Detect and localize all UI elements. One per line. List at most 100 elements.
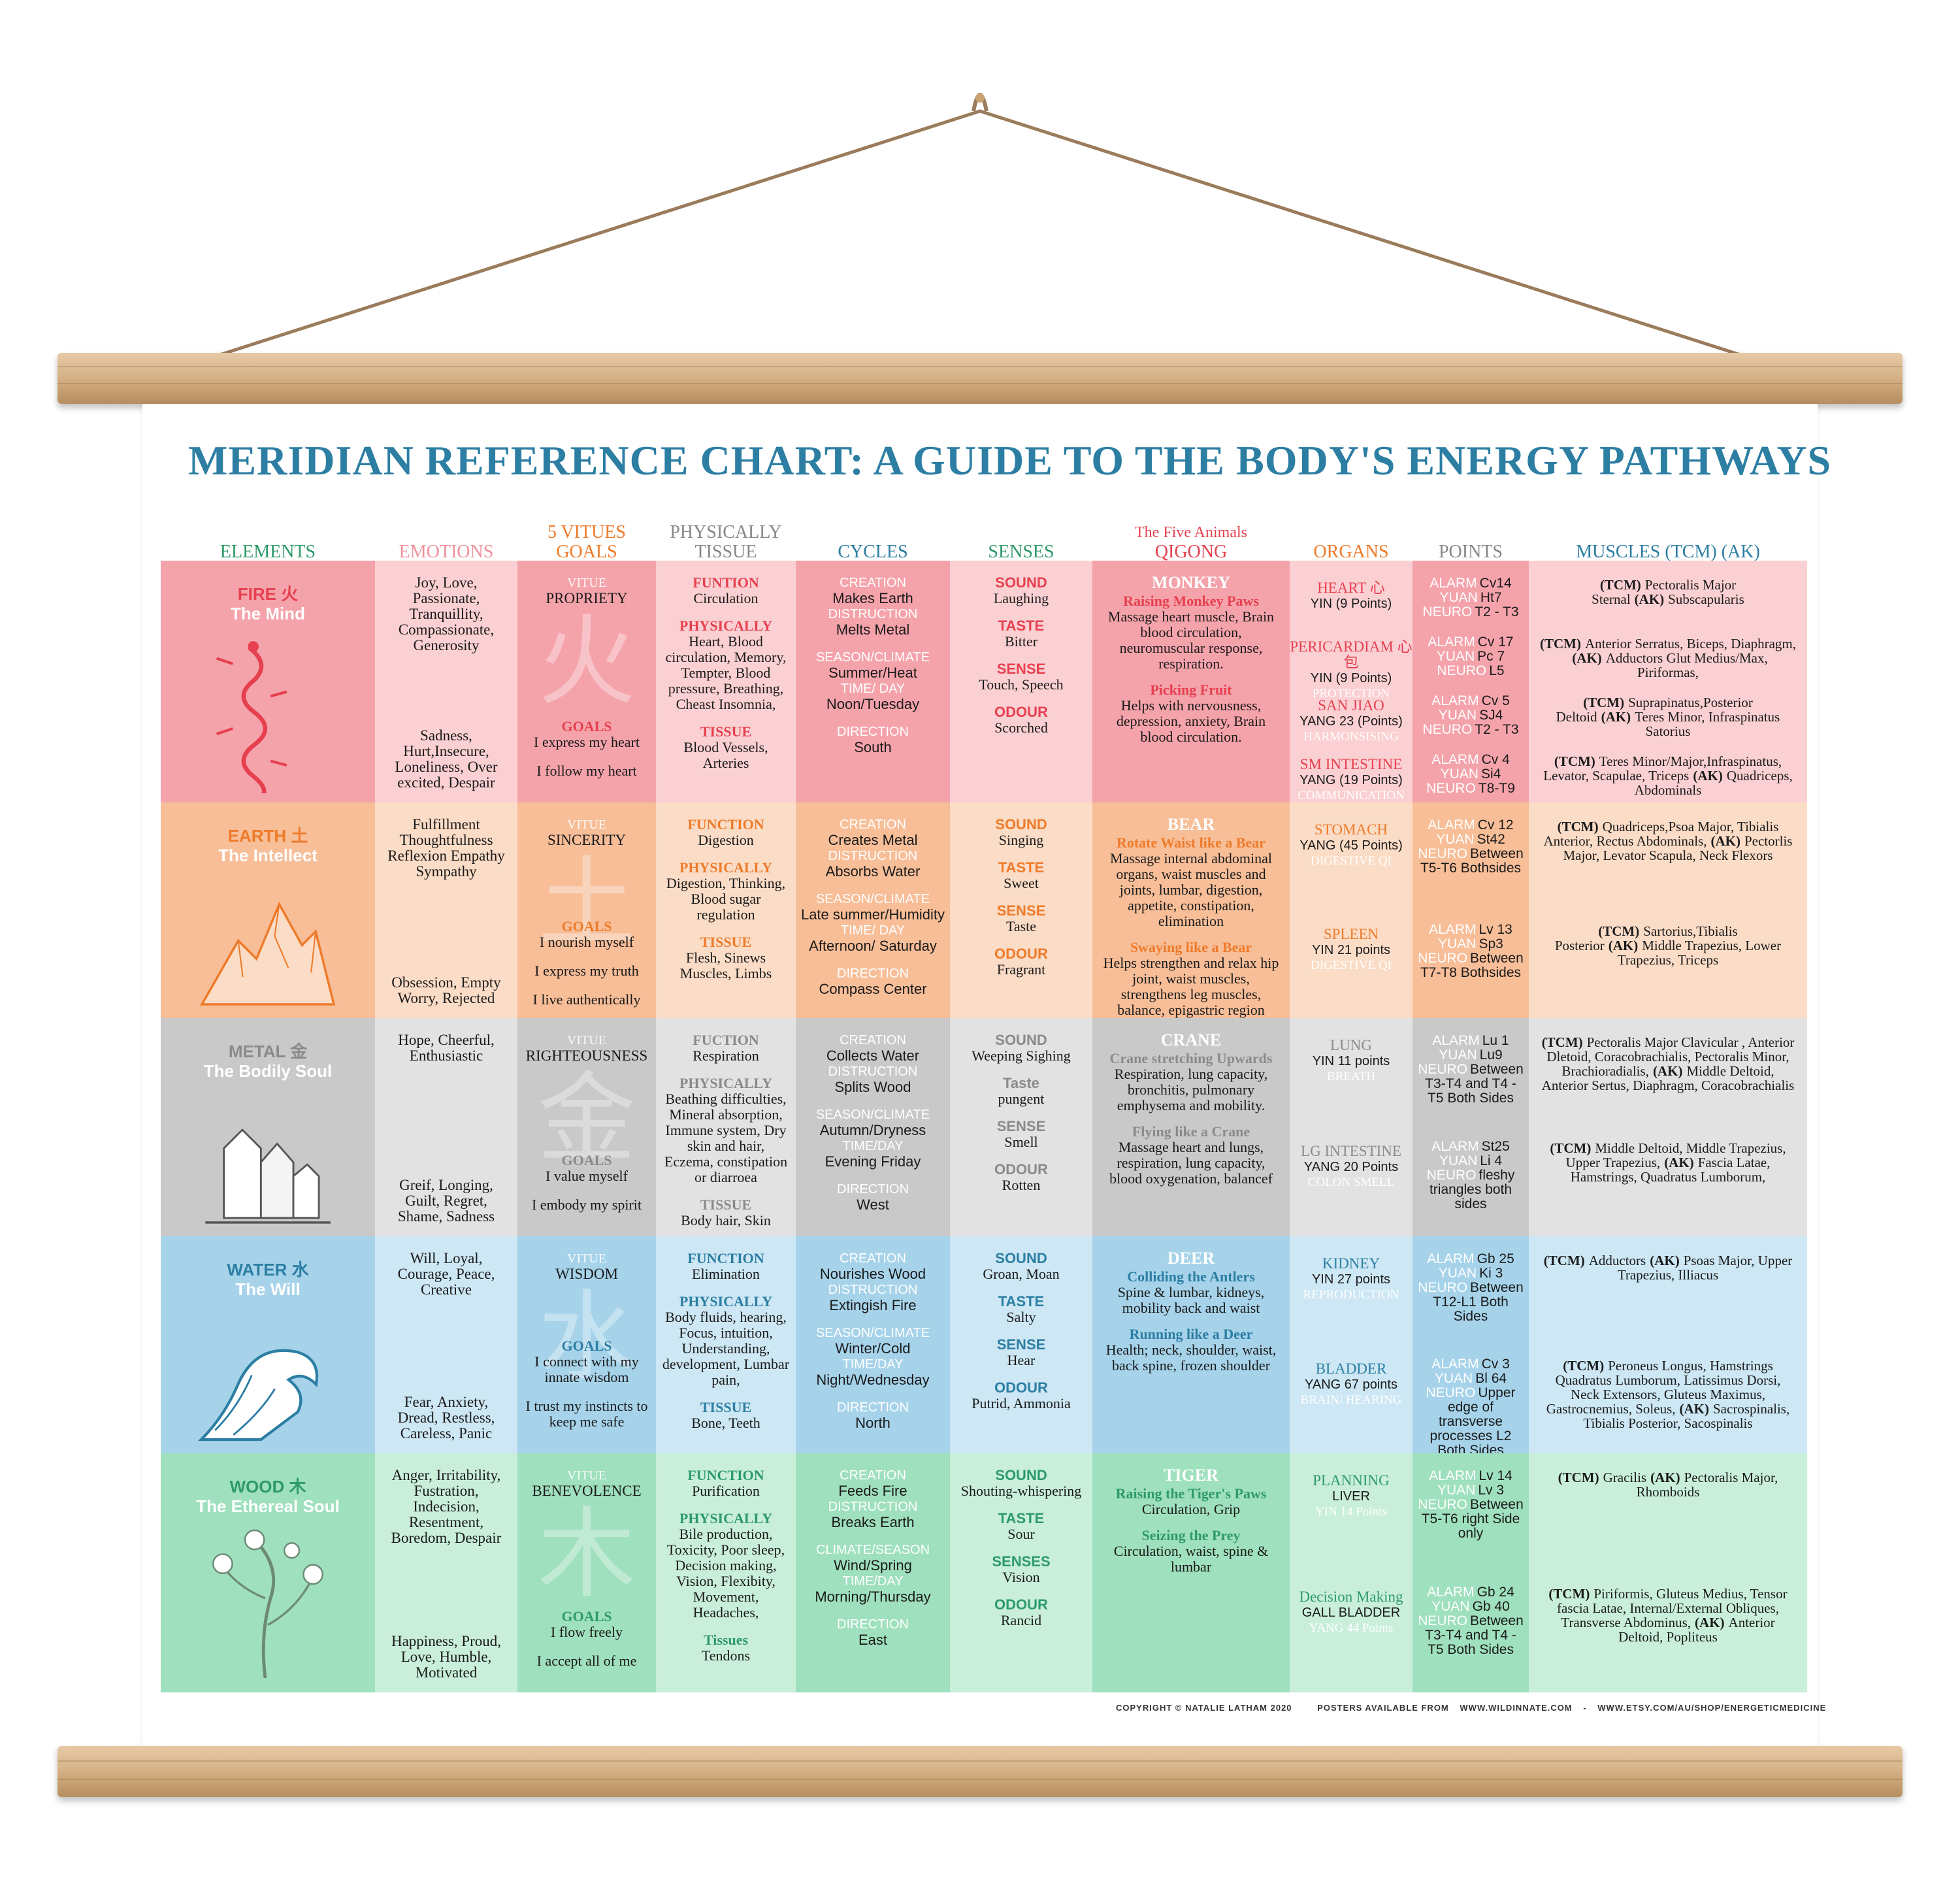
header-qigong-line2: QIGONG — [1154, 542, 1228, 562]
row-fire-col-1: Joy, Love, Passionate, Tranquillity, Com… — [375, 561, 517, 802]
organ-name: SAN JIAO — [1318, 697, 1384, 714]
organ-detail: YIN 11 points — [1312, 1054, 1390, 1068]
poster-footer: COPYRIGHT © NATALIE LATHAM 2020 POSTERS … — [1116, 1703, 1848, 1713]
muscles-entry: (TCM)Quadriceps,Psoa Major, Tibialis Ant… — [1539, 819, 1797, 924]
organ-detail: YIN 27 points — [1311, 1272, 1391, 1287]
sense-label-2: TASTE — [998, 859, 1045, 876]
point-value: SJ4 — [1479, 708, 1503, 723]
muscle-tcm-label: (TCM) — [1583, 695, 1625, 710]
header-elements: ELEMENTS — [220, 542, 316, 562]
tissue-function-value: Respiration — [693, 1047, 759, 1064]
goal-1: I express my heart — [534, 734, 640, 750]
cycle-label-2: DISTRUCTION — [828, 1283, 918, 1297]
point-label: NEURO — [1422, 604, 1473, 619]
crystal-icon — [180, 1083, 355, 1227]
goals-label: GOALS — [561, 918, 612, 934]
sense-label-1: SOUND — [995, 574, 1047, 591]
goal-2: I express my truth — [534, 963, 639, 979]
point-label: NEURO — [1426, 781, 1476, 796]
point-value: Between T5-T6 right Side only — [1421, 1497, 1524, 1541]
cycle-label-4: TIME/ DAY — [840, 923, 906, 938]
muscle-ak-label: (AK) — [1650, 1253, 1680, 1268]
cycle-label-5: DIRECTION — [837, 966, 909, 981]
muscle-ak-value: Adductors Glut Medius/Max, Piriformas, — [1605, 650, 1768, 680]
cycle-value-2: Breaks Earth — [831, 1514, 915, 1530]
blossom-icon — [180, 1519, 355, 1683]
point-value: Cv 5 — [1481, 693, 1510, 708]
cycle-label-1: CREATION — [840, 1468, 906, 1483]
muscle-ak-label: (AK) — [1572, 650, 1602, 666]
element-soul: The Mind — [230, 604, 306, 623]
goal-2: I embody my spirit — [531, 1196, 642, 1213]
organ-name: Decision Making — [1299, 1589, 1403, 1605]
muscle-ak-label: (AK) — [1695, 1615, 1725, 1630]
cycle-value-3: Summer/Heat — [828, 665, 917, 681]
cycle-label-5: DIRECTION — [837, 1617, 909, 1632]
chart-title: MERIDIAN REFERENCE CHART: A GUIDE TO THE… — [188, 437, 1832, 484]
virtue-label: VITUE — [567, 1468, 606, 1483]
point-label: ALARM — [1431, 1357, 1479, 1372]
tissue-tissue-value: Flesh, Sinews Muscles, Limbs — [679, 949, 772, 981]
goal-1: I nourish myself — [539, 934, 634, 950]
organ-detail: YANG (19 Points) — [1299, 773, 1403, 787]
qigong-animal: DEER — [1167, 1249, 1215, 1268]
header-muscles: MUSCLES (TCM) (AK) — [1576, 542, 1760, 562]
point-label: YUAN — [1439, 590, 1478, 605]
qigong-move-1-title: Rotate Waist like a Bear — [1116, 834, 1266, 851]
organ-function: REPRODUCTION — [1303, 1288, 1399, 1302]
cycle-label-3: CLIMATE/SEASON — [815, 1543, 930, 1557]
sense-value-4: Rancid — [1000, 1612, 1042, 1628]
sense-value-2: Sweet — [1004, 875, 1039, 891]
virtue-name: SINCERITY — [547, 832, 627, 848]
muscle-ak-value: Middle Deltoid, Anterior Sertus, Diaphra… — [1541, 1063, 1795, 1093]
point-value: Lu9 — [1479, 1047, 1503, 1063]
point-value: T2 - T3 — [1475, 604, 1519, 619]
organ-name: PERICARDIAM 心包 — [1290, 638, 1413, 670]
sense-label-3: SENSE — [996, 902, 1046, 919]
qigong-move-1-title: Crane stretching Upwards — [1109, 1050, 1273, 1066]
muscles-entry: (TCM)Gracilis(AK)Pectoralis Major, Rhomb… — [1539, 1470, 1797, 1587]
emotions-positive: Hope, Cheerful, Enthusiastic — [398, 1032, 495, 1064]
muscle-tcm-label: (TCM) — [1550, 1140, 1592, 1156]
element-name: METAL 金 — [228, 1042, 308, 1061]
point-value: fleshy triangles both sides — [1429, 1168, 1515, 1211]
point-label: YUAN — [1431, 1599, 1470, 1614]
point-label: YUAN — [1438, 1266, 1477, 1281]
tissue-physically-value: Beathing difficulties, Mineral absorptio… — [664, 1091, 788, 1185]
cycle-label-3: SEASON/CLIMATE — [815, 892, 930, 906]
cycle-value-4: Noon/Tuesday — [826, 696, 920, 712]
cycle-label-2: DISTRUCTION — [828, 1064, 918, 1079]
organ-detail: LIVER — [1332, 1489, 1370, 1504]
muscles-entry: (TCM)Middle Deltoid, Middle Trapezius, U… — [1539, 1141, 1797, 1236]
cycle-value-4: Afternoon/ Saturday — [809, 938, 937, 954]
muscle-tcm-label: (TCM) — [1558, 1470, 1599, 1485]
sense-value-1: Singing — [998, 832, 1044, 848]
point-value: Between T12-L1 Both Sides — [1433, 1280, 1524, 1324]
virtue-name: PROPRIETY — [546, 590, 628, 606]
